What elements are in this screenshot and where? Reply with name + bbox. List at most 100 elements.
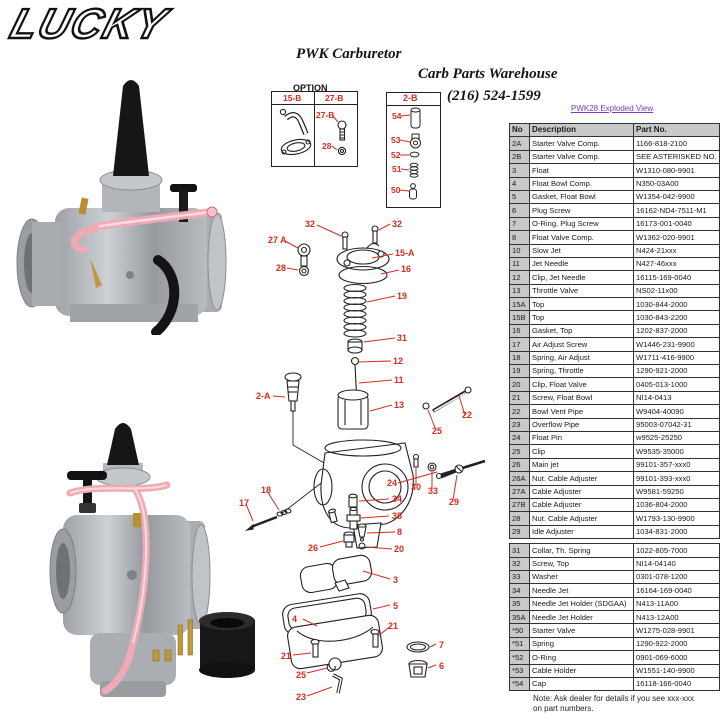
table-row: 7 O-Ring, Plug Screw 16173-001-0040 — [509, 216, 720, 232]
cell-desc: Starter Valve Comp. — [529, 149, 634, 165]
part-label: 28 — [276, 263, 287, 273]
cell-no: 34 — [509, 583, 530, 598]
cell-part: 16173-001-0040 — [633, 216, 720, 232]
cell-desc: Washer — [529, 569, 634, 585]
col-header-no: No — [509, 122, 530, 138]
carburetor-photo-bottom — [49, 423, 255, 697]
cell-no: 15B — [509, 310, 530, 325]
cell-desc: Overflow Pipe — [529, 417, 634, 432]
cell-no: 17 — [509, 337, 530, 352]
cell-part: 1022-805-7000 — [633, 543, 720, 558]
cell-desc: Float Valve Comp. — [529, 230, 634, 245]
part-label: 17 — [239, 498, 250, 508]
cell-no: 27B — [509, 497, 530, 513]
cell-no: 33 — [509, 569, 530, 585]
part-label: 32 — [392, 219, 403, 229]
brand-logo: LUCKY — [4, 0, 175, 48]
table-row: 11 Jet Needle N427-46xxx — [509, 256, 720, 272]
part-label: 25 — [432, 426, 443, 436]
doc-title: PWK Carburetor — [296, 46, 402, 62]
part-label: 34 — [392, 494, 403, 504]
table-row: 35 Needle Jet Holder (SDGAA) N413-11A00 — [509, 596, 720, 612]
cell-no: 22 — [509, 404, 530, 419]
table-row: 2B Starter Valve Comp. SEE ASTERISKED NO… — [509, 149, 720, 165]
cell-desc: Clip — [529, 444, 634, 459]
note-line-2: on part numbers. — [533, 704, 594, 713]
cell-part: 0301-078-1200 — [633, 569, 720, 585]
table-row: 27A Cable Adjuster W9581-59250 — [509, 484, 720, 499]
cell-desc: O-Ring — [529, 650, 634, 665]
cell-desc: Float — [529, 163, 634, 178]
cell-desc: Plug Screw — [529, 203, 634, 218]
cell-part: 1030-843-2200 — [633, 310, 720, 325]
part-label: 6 — [439, 661, 445, 671]
cell-part: 99101-357-xxx0 — [633, 457, 720, 473]
table-row: 29 Idle Adjuster 1034-831-2000 — [509, 524, 720, 540]
table-row: 4 Float Bowl Comp. N350-03A00 — [509, 176, 720, 191]
cell-desc: Starter Valve — [529, 623, 634, 638]
table-row: 35A Needle Jet Holder N413-12A00 — [509, 610, 720, 625]
table-row: 24 Float Pin w9525-25250 — [509, 430, 720, 446]
cell-no: 28 — [509, 511, 530, 526]
part-label: 27-B — [316, 110, 335, 120]
cell-no: 11 — [509, 256, 530, 272]
cell-no: *51 — [509, 636, 530, 652]
part-label: 29 — [449, 497, 460, 507]
part-label: 2-A — [256, 391, 271, 401]
part-label: 27 A — [268, 235, 287, 245]
part-label: 52 — [391, 150, 401, 160]
part-label: 20 — [394, 544, 405, 554]
cell-part: 1166-818-2100 — [633, 136, 720, 151]
part-label: 50 — [391, 185, 401, 195]
part-label: 15-B — [283, 93, 302, 103]
part-label: 31 — [397, 333, 408, 343]
store-name: Carb Parts Warehouse — [418, 66, 558, 82]
table-row: 8 Float Valve Comp. W1362-020-9901 — [509, 230, 720, 245]
cell-desc: Gasket, Top — [529, 323, 634, 339]
part-label: 51 — [392, 164, 402, 174]
table-header-row: No Description Part No. — [509, 122, 720, 138]
note-line-1: Note: Ask dealer for details if you see … — [533, 694, 694, 703]
exploded-view-link[interactable]: PWK28 Exploded View — [571, 104, 654, 113]
table-row: 2A Starter Valve Comp. 1166-818-2100 — [509, 136, 720, 151]
table-row: 12 Clip, Jet Needle 16115-169-0040 — [509, 270, 720, 285]
table-row: 21 Screw, Float Bowl NI14-0413 — [509, 390, 720, 406]
cell-no: 15A — [509, 297, 530, 312]
parts-table: 31 Collar, Th. Spring 1022-805-7000 32 S… — [509, 543, 720, 625]
cell-part: 1030-844-2000 — [633, 297, 720, 312]
cell-part: W1551-140-9900 — [633, 663, 720, 679]
table-row: 27B Cable Adjuster 1036-804-2000 — [509, 497, 720, 513]
cell-desc: Cable Adjuster — [529, 497, 634, 513]
cell-no: 13 — [509, 283, 530, 299]
cell-desc: Air Adjust Screw — [529, 337, 634, 352]
parts-table: *50 Starter Valve W1275-028-9901 *51 Spr… — [509, 623, 720, 692]
table-row: 15B Top 1030-843-2200 — [509, 310, 720, 325]
cell-no: 18 — [509, 350, 530, 366]
cell-desc: Clip, Jet Needle — [529, 270, 634, 285]
cell-no: 25 — [509, 444, 530, 459]
part-label: 30 — [411, 482, 422, 492]
table-row: 13 Throttle Valve NS02-11x00 — [509, 283, 720, 299]
cell-desc: Needle Jet — [529, 583, 634, 598]
cell-no: 10 — [509, 243, 530, 258]
cell-desc: Cap — [529, 677, 634, 692]
option-inset-box: OPTION 15-B 27-B 27-B 28 — [271, 83, 358, 167]
parts-table: No Description Part No. 2A Starter Valve… — [509, 122, 720, 540]
cell-part: 16115-169-0040 — [633, 270, 720, 285]
cell-desc: Nut. Cable Adjuster — [529, 471, 634, 486]
cell-desc: Collar, Th. Spring — [529, 543, 634, 558]
cell-no: 3 — [509, 163, 530, 178]
cell-part: W1446-231-9900 — [633, 337, 720, 352]
cell-part: 1036-804-2000 — [633, 497, 720, 513]
table-row: *50 Starter Valve W1275-028-9901 — [509, 623, 720, 638]
choke-box-art — [399, 107, 421, 200]
cell-desc: Clip, Float Valve — [529, 377, 634, 392]
part-label: 26 — [308, 543, 319, 553]
table-row: 33 Washer 0301-078-1200 — [509, 569, 720, 585]
part-label: 16 — [401, 264, 412, 274]
table-row: *52 O-Ring 0901-069-6000 — [509, 650, 720, 665]
col-header-part: Part No. — [633, 122, 720, 138]
cell-desc: Gasket, Float Bowl — [529, 189, 634, 205]
cell-desc: Needle Jet Holder (SDGAA) — [529, 596, 634, 612]
